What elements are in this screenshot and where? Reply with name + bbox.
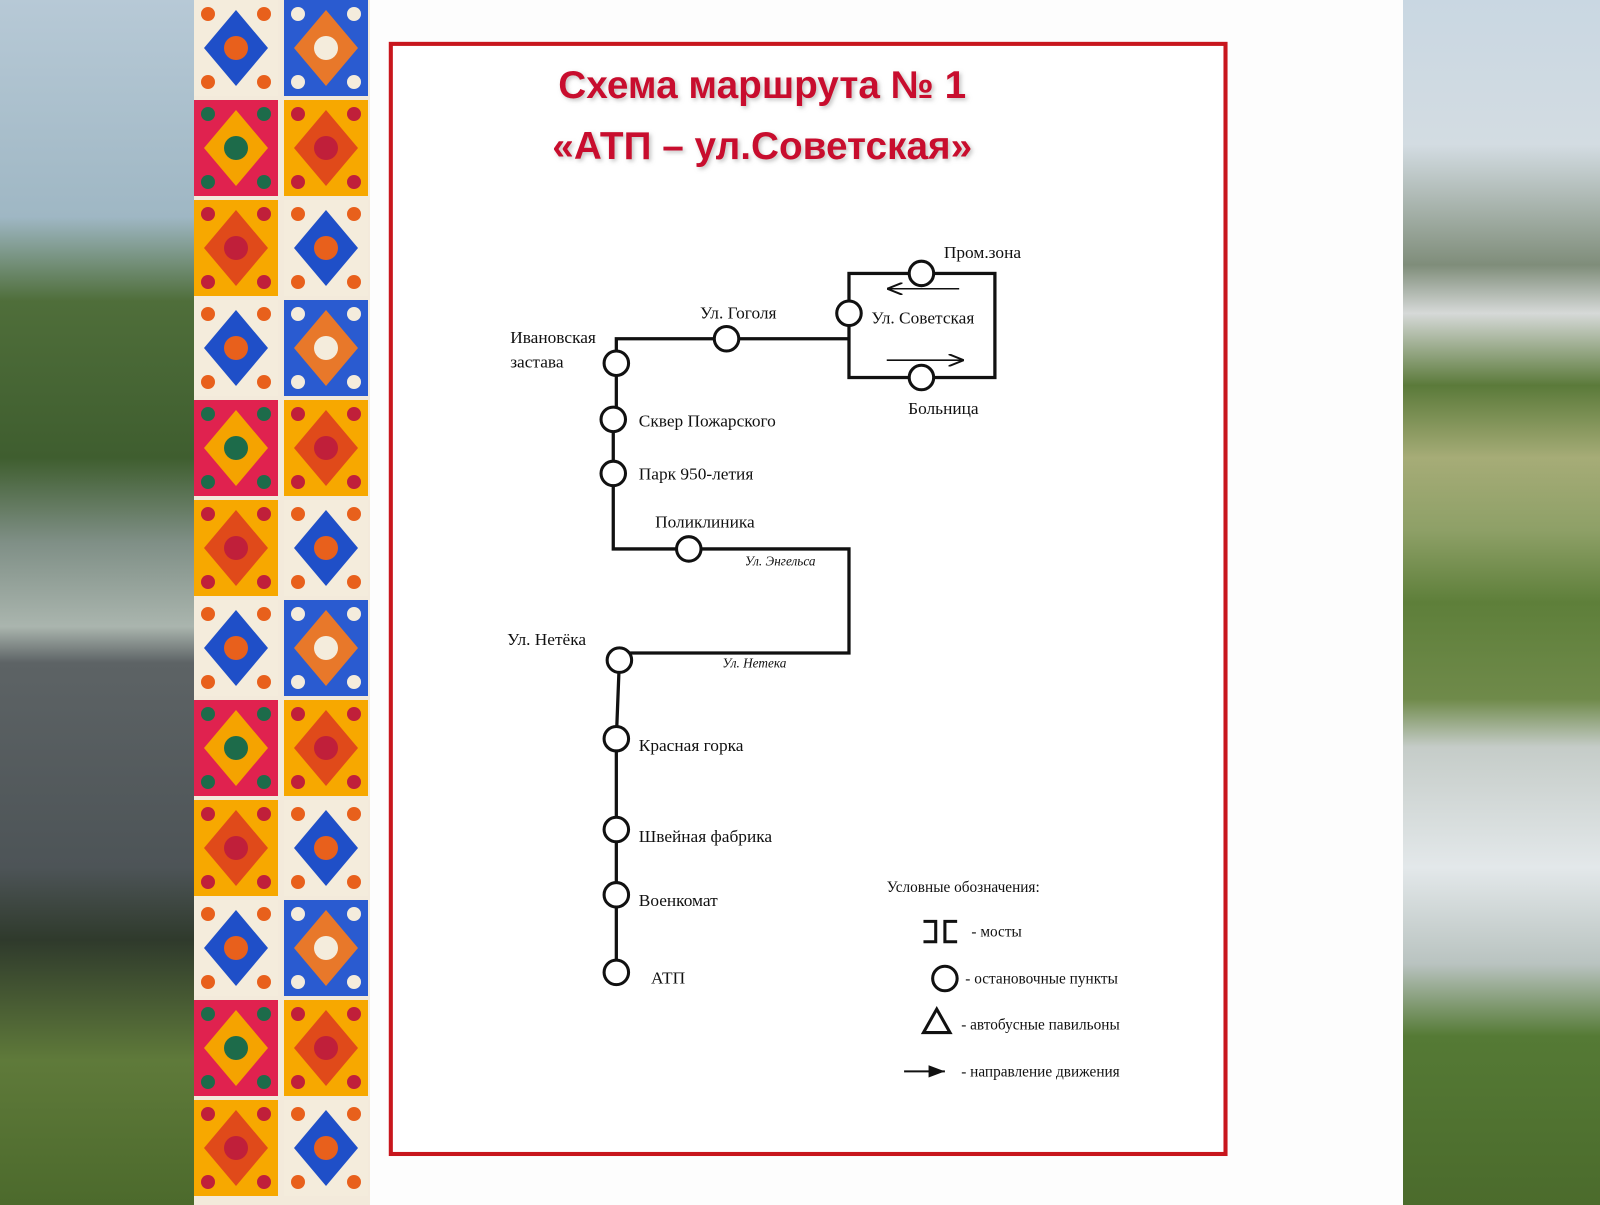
street-label-neteka: Ул. Нетека <box>722 655 786 670</box>
ornament-tile <box>284 1000 368 1096</box>
ornament-tile <box>194 200 278 296</box>
ornament-tile <box>284 100 368 196</box>
stop-marker-sovetskaya <box>835 299 863 328</box>
ornament-tile <box>194 500 278 596</box>
ornament-tile <box>284 600 368 696</box>
stop-marker-skver <box>599 405 628 434</box>
ornament-tile <box>194 700 278 796</box>
ornament-tile <box>284 1100 368 1196</box>
stop-marker-ivanovskaya <box>602 349 631 378</box>
ornament-tile <box>284 200 368 296</box>
ornament-tile <box>284 0 368 96</box>
bridge-icon <box>923 919 958 944</box>
stop-marker-bolnitsa <box>907 363 936 392</box>
street-label-engelsa: Ул. Энгельса <box>745 553 816 568</box>
ornament-tile <box>194 400 278 496</box>
background-photo-left <box>0 0 194 1205</box>
stop-label-voenkomat: Военкомат <box>639 891 718 910</box>
stop-label-bolnitsa: Больница <box>908 399 979 418</box>
stop-label-ivanovskaya-2: застава <box>510 352 564 371</box>
ornament-tile <box>194 300 278 396</box>
stop-label-netyoka: Ул. Нетёка <box>507 630 586 649</box>
stop-marker-gogolya <box>712 324 741 353</box>
ornament-tile <box>194 1000 278 1096</box>
stop-label-atp: АТП <box>651 969 685 988</box>
stop-marker-netyoka <box>605 646 634 674</box>
stop-label-sovetskaya: Ул. Советская <box>871 308 974 327</box>
frame-border <box>388 41 1228 1157</box>
ornament-tile <box>194 0 278 96</box>
stop-marker-voenkomat <box>602 881 631 909</box>
stop-label-skver: Сквер Пожарского <box>639 411 776 430</box>
stop-label-shveynaya: Швейная фабрика <box>639 827 773 846</box>
title-line-1: Схема маршрута № 1 <box>558 64 966 107</box>
stop-label-gogolya: Ул. Гоголя <box>700 303 777 322</box>
stop-marker-poliklinika <box>675 535 703 563</box>
title-line-2: «АТП – ул.Советская» <box>552 125 972 168</box>
ornament-tile <box>284 900 368 996</box>
ornament-tile <box>284 500 368 596</box>
stop-marker-park <box>599 459 628 488</box>
stop-marker-krasnaya-gorka <box>602 724 631 753</box>
stop-marker-shveynaya <box>602 815 631 844</box>
pavilion-triangle-icon <box>920 1005 953 1035</box>
ornament-tile <box>284 300 368 396</box>
stop-label-krasnaya-gorka: Красная горка <box>639 736 744 755</box>
stop-label-park: Парк 950-летия <box>639 465 754 484</box>
ornament-tile <box>284 800 368 896</box>
stop-label-promzona: Пром.зона <box>944 243 1021 262</box>
stop-label-poliklinika: Поликлиника <box>655 513 755 532</box>
ornament-tile <box>194 800 278 896</box>
ornament-tile <box>194 1100 278 1196</box>
stop-marker-atp <box>602 958 631 987</box>
stop-marker-promzona <box>907 259 936 288</box>
ornament-tile <box>284 400 368 496</box>
legend-bridges: - мосты <box>971 924 1021 941</box>
legend-heading: Условные обозначения: <box>887 879 1040 896</box>
ornament-strip <box>194 0 370 1205</box>
legend-direction: - направление движения <box>961 1063 1120 1080</box>
stop-label-ivanovskaya-1: Ивановская <box>510 328 596 347</box>
background-photo-right <box>1403 0 1600 1205</box>
stop-circle-icon <box>931 964 959 993</box>
ornament-tile <box>194 900 278 996</box>
ornament-tile <box>284 700 368 796</box>
legend-pavilions: - автобусные павильоны <box>961 1017 1120 1034</box>
ornament-tile <box>194 600 278 696</box>
legend: Условные обозначения: - мосты - останово… <box>887 879 1120 1081</box>
legend-stops: - остановочные пункты <box>965 971 1118 988</box>
ornament-tile <box>194 100 278 196</box>
direction-arrows <box>886 289 963 360</box>
